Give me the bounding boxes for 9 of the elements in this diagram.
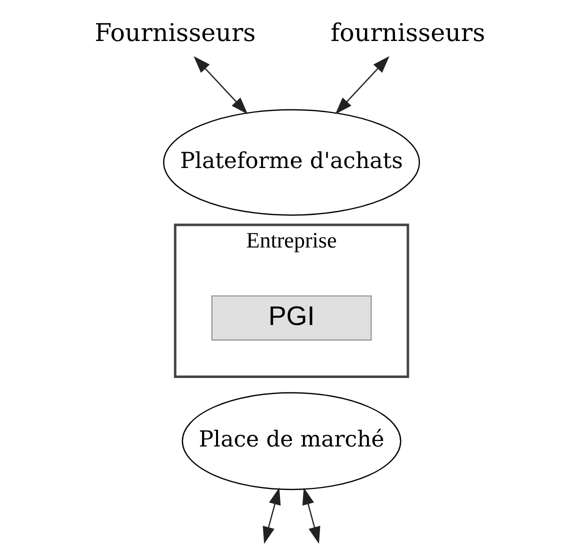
node-ellipse: Plateforme d'achats	[163, 109, 420, 216]
arrow	[262, 488, 281, 544]
node-box: PGI	[211, 295, 372, 341]
arrow	[194, 56, 248, 114]
arrow	[302, 488, 320, 544]
node-text: Fournisseurs	[94, 18, 256, 48]
arrow	[335, 56, 390, 114]
node-text: fournisseurs	[330, 18, 486, 48]
node-ellipse: Place de marché	[182, 392, 402, 490]
